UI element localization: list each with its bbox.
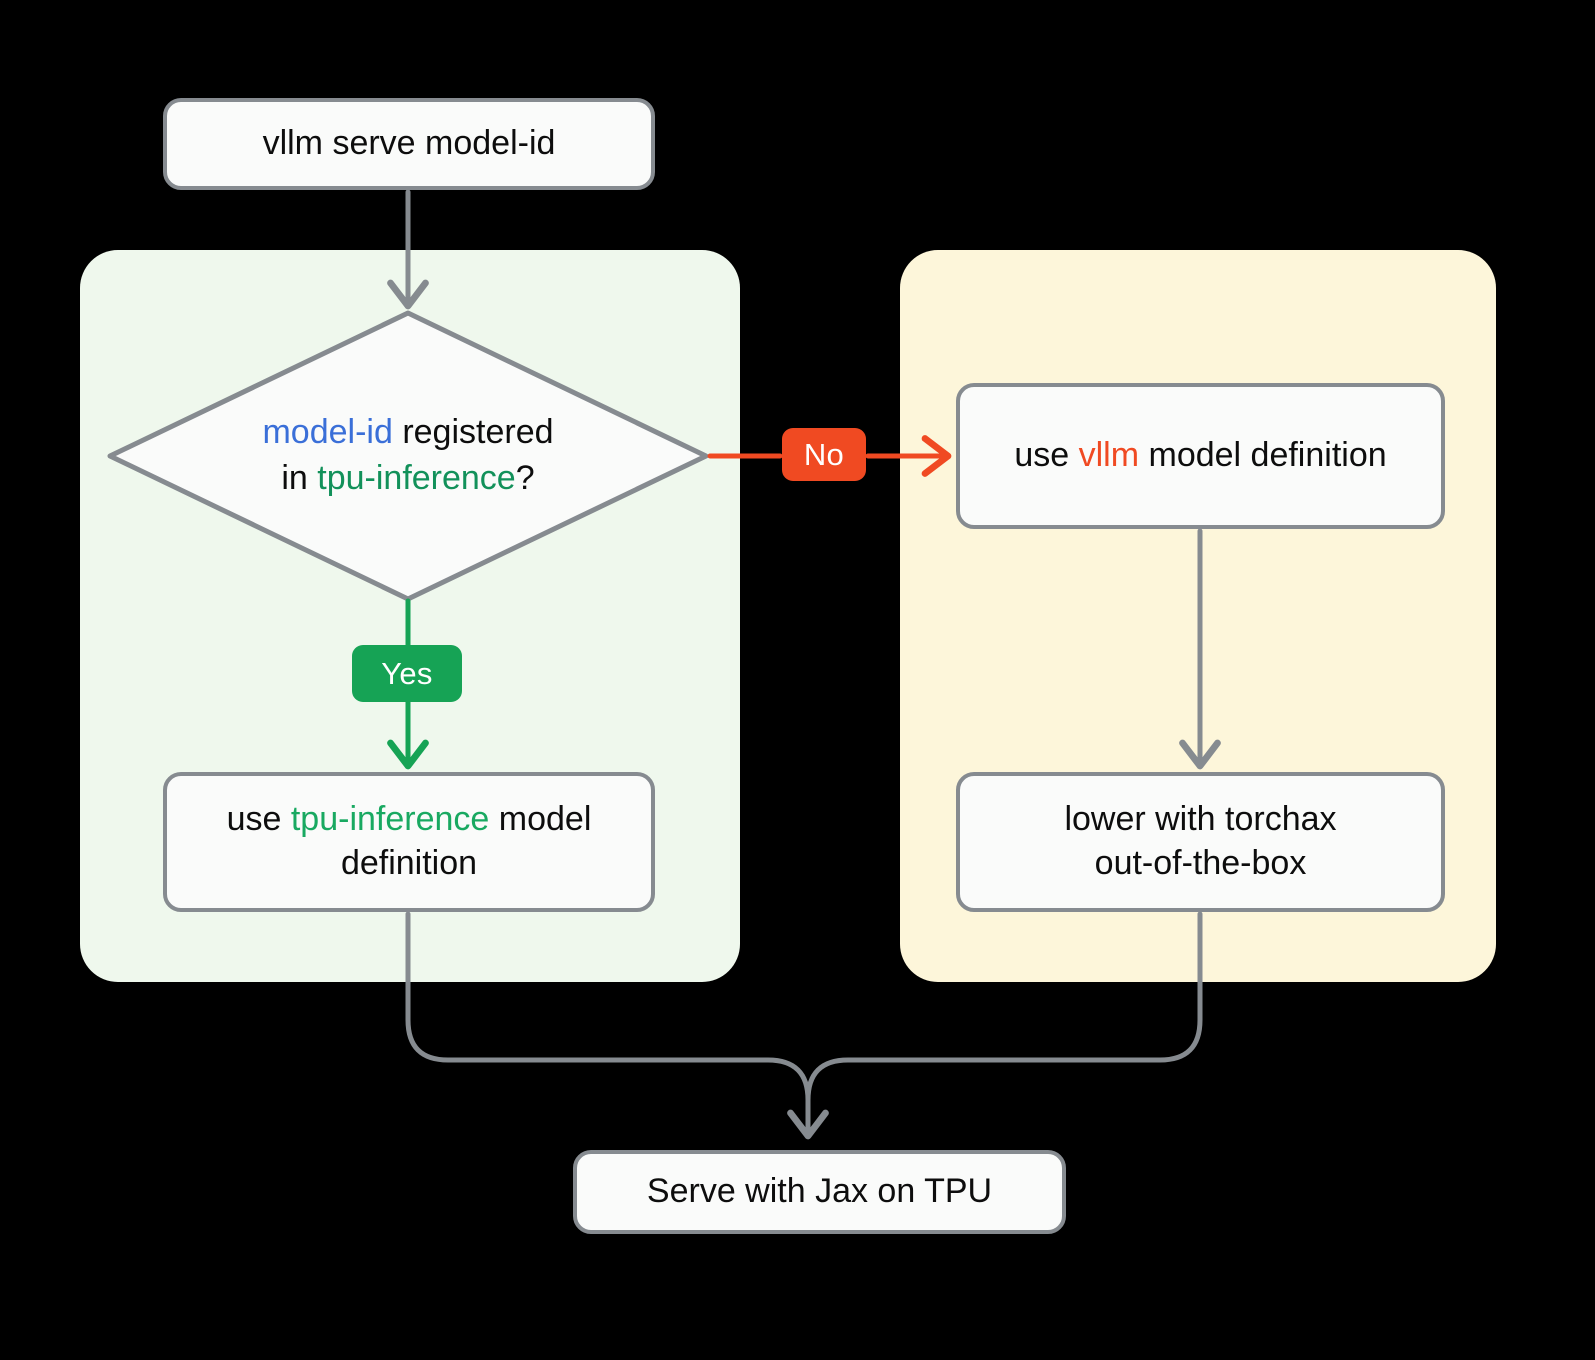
node-tpu-definition-label: use tpu-inference model definition [167, 798, 651, 885]
node-final-label: Serve with Jax on TPU [646, 1172, 993, 1211]
node-tpu-definition[interactable]: use tpu-inference model definition [163, 772, 655, 912]
node-final[interactable]: Serve with Jax on TPU [573, 1150, 1066, 1234]
node-start-label: vllm serve model-id [262, 124, 556, 163]
torchax-line-2: out-of-the-box [1094, 844, 1307, 882]
decision-text-in: in [281, 459, 318, 497]
vllm-def-prefix: use [1014, 436, 1079, 475]
edge-label-yes[interactable]: Yes [352, 645, 462, 702]
node-torchax-label: lower with torchax out-of-the-box [1046, 798, 1354, 885]
vllm-def-token: vllm [1078, 436, 1140, 475]
torchax-line-1: lower with torchax [1064, 800, 1337, 839]
vllm-def-suffix: model definition [1139, 436, 1387, 475]
node-decision-label: model-id registered in tpu-inference? [108, 312, 708, 600]
tpu-def-prefix: use [226, 800, 291, 839]
node-vllm-definition-label: use vllm model definition [996, 434, 1404, 478]
decision-text-question-mark: ? [515, 459, 535, 497]
tpu-def-token: tpu-inference [290, 800, 490, 839]
decision-token-model-id: model-id [262, 413, 393, 452]
decision-text-registered: registered [392, 413, 554, 452]
edge-label-no[interactable]: No [782, 428, 866, 481]
decision-token-tpu-inference: tpu-inference [317, 459, 516, 497]
node-decision[interactable]: model-id registered in tpu-inference? [108, 312, 708, 600]
node-vllm-definition[interactable]: use vllm model definition [956, 383, 1445, 529]
tpu-def-suffix: model definition [340, 800, 592, 882]
node-start[interactable]: vllm serve model-id [163, 98, 655, 190]
node-torchax[interactable]: lower with torchax out-of-the-box [956, 772, 1445, 912]
